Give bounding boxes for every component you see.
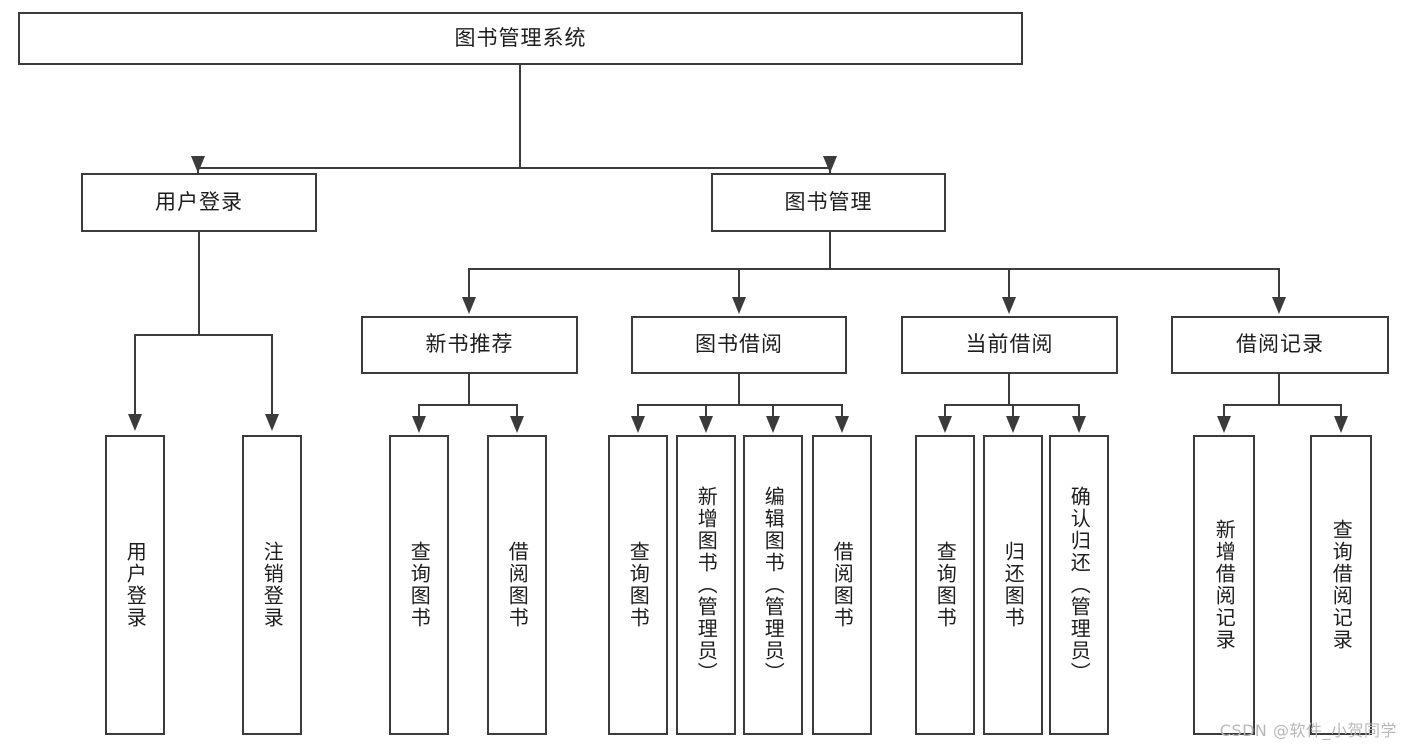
arrowhead-leaf-user-login bbox=[128, 414, 142, 431]
connector-nbr-drop-2 bbox=[516, 404, 518, 418]
node-current-borrow[interactable]: 当前借阅 bbox=[901, 316, 1118, 374]
arrowhead-user-login bbox=[191, 156, 205, 173]
node-borrow-record[interactable]: 借阅记录 bbox=[1171, 316, 1389, 374]
arrowhead-br-leaf-1 bbox=[1217, 416, 1231, 433]
node-label: 用户登录 bbox=[155, 189, 243, 214]
connector-cb-drop-2 bbox=[1012, 404, 1014, 418]
leaf-user-login[interactable]: 用户登录 bbox=[105, 435, 165, 735]
node-label: 新增借阅记录 bbox=[1212, 519, 1237, 651]
arrowhead-leaf-logout bbox=[265, 414, 279, 431]
leaf-bb-borrow-book[interactable]: 借阅图书 bbox=[812, 435, 872, 735]
connector-root-bus bbox=[197, 167, 831, 169]
arrowhead-nbr-leaf-1 bbox=[412, 416, 426, 433]
arrowhead-bb-leaf-3 bbox=[766, 416, 780, 433]
connector-bb-drop-4 bbox=[841, 404, 843, 418]
node-label: 用户登录 bbox=[123, 541, 148, 629]
node-label: 查询图书 bbox=[626, 541, 651, 629]
node-new-book-recommend[interactable]: 新书推荐 bbox=[361, 316, 578, 374]
connector-nbr-drop-1 bbox=[418, 404, 420, 418]
connector-bb-drop-1 bbox=[637, 404, 639, 418]
leaf-cb-search-book[interactable]: 查询图书 bbox=[915, 435, 975, 735]
leaf-logout[interactable]: 注销登录 bbox=[242, 435, 302, 735]
node-label: 编辑图书（管理员） bbox=[761, 486, 786, 684]
node-label: 归还图书 bbox=[1001, 541, 1026, 629]
connector-nbr-stem bbox=[468, 374, 470, 406]
connector-book-management-bus bbox=[468, 268, 1280, 270]
node-label: 查询借阅记录 bbox=[1329, 519, 1354, 651]
arrowhead-br-leaf-2 bbox=[1334, 416, 1348, 433]
csdn-watermark: CSDN @软件_小贺同学 bbox=[1219, 721, 1397, 740]
node-root-book-management-system[interactable]: 图书管理系统 bbox=[18, 12, 1023, 65]
connector-br-stem bbox=[1278, 374, 1280, 406]
leaf-nbr-borrow-book[interactable]: 借阅图书 bbox=[487, 435, 547, 735]
node-label: 借阅图书 bbox=[830, 541, 855, 629]
node-label: 查询图书 bbox=[933, 541, 958, 629]
connector-bb-stem bbox=[738, 374, 740, 406]
arrowhead-new-book-recommend bbox=[462, 297, 476, 314]
leaf-br-add-record[interactable]: 新增借阅记录 bbox=[1193, 435, 1255, 735]
leaf-bb-search-book[interactable]: 查询图书 bbox=[608, 435, 668, 735]
connector-br-drop-1 bbox=[1223, 404, 1225, 418]
connector-nbr-bus bbox=[418, 404, 518, 406]
connector-bb-drop-3 bbox=[772, 404, 774, 418]
arrowhead-current-borrow bbox=[1002, 297, 1016, 314]
arrowhead-bb-leaf-1 bbox=[631, 416, 645, 433]
leaf-cb-confirm-return-admin[interactable]: 确认归还（管理员） bbox=[1049, 435, 1109, 735]
leaf-br-search-record[interactable]: 查询借阅记录 bbox=[1310, 435, 1372, 735]
node-label: 图书管理 bbox=[784, 189, 873, 214]
connector-bm-drop-2 bbox=[738, 268, 740, 299]
connector-bm-drop-4 bbox=[1278, 268, 1280, 299]
node-label: 图书借阅 bbox=[695, 332, 783, 357]
node-book-management[interactable]: 图书管理 bbox=[711, 173, 946, 232]
node-label: 借阅图书 bbox=[505, 541, 530, 629]
arrowhead-cb-leaf-1 bbox=[938, 416, 952, 433]
arrowhead-bb-leaf-2 bbox=[699, 416, 713, 433]
connector-user-login-drop-1 bbox=[134, 334, 136, 416]
leaf-cb-return-book[interactable]: 归还图书 bbox=[983, 435, 1043, 735]
connector-user-login-drop-2 bbox=[271, 334, 273, 416]
connector-cb-stem bbox=[1008, 374, 1010, 406]
connector-bm-drop-3 bbox=[1008, 268, 1010, 299]
node-label: 注销登录 bbox=[260, 541, 285, 629]
node-label: 确认归还（管理员） bbox=[1067, 486, 1092, 684]
connector-book-management-stem bbox=[829, 232, 831, 270]
node-label: 图书管理系统 bbox=[454, 25, 587, 50]
node-user-login[interactable]: 用户登录 bbox=[81, 173, 317, 232]
leaf-nbr-search-book[interactable]: 查询图书 bbox=[389, 435, 449, 735]
node-label: 新书推荐 bbox=[425, 332, 514, 357]
connector-cb-drop-3 bbox=[1078, 404, 1080, 418]
connector-bb-bus bbox=[637, 404, 843, 406]
connector-br-drop-2 bbox=[1340, 404, 1342, 418]
connector-bm-drop-1 bbox=[468, 268, 470, 299]
arrowhead-borrow-record bbox=[1272, 297, 1286, 314]
arrowhead-nbr-leaf-2 bbox=[510, 416, 524, 433]
arrowhead-bb-leaf-4 bbox=[835, 416, 849, 433]
node-label: 借阅记录 bbox=[1236, 332, 1324, 357]
node-label: 当前借阅 bbox=[965, 332, 1054, 357]
leaf-bb-edit-book-admin[interactable]: 编辑图书（管理员） bbox=[743, 435, 803, 735]
arrowhead-cb-leaf-3 bbox=[1072, 416, 1086, 433]
node-label: 查询图书 bbox=[407, 541, 432, 629]
connector-user-login-bus bbox=[134, 334, 272, 336]
node-label: 新增图书（管理员） bbox=[694, 486, 719, 684]
connector-br-bus bbox=[1223, 404, 1342, 406]
connector-bb-drop-2 bbox=[705, 404, 707, 418]
arrowhead-book-borrow bbox=[732, 297, 746, 314]
leaf-bb-add-book-admin[interactable]: 新增图书（管理员） bbox=[676, 435, 736, 735]
connector-user-login-stem bbox=[198, 232, 200, 336]
node-book-borrow[interactable]: 图书借阅 bbox=[631, 316, 847, 374]
connector-cb-drop-1 bbox=[944, 404, 946, 418]
connector-root-stem bbox=[519, 65, 521, 169]
arrowhead-cb-leaf-2 bbox=[1006, 416, 1020, 433]
arrowhead-book-management bbox=[823, 156, 837, 173]
